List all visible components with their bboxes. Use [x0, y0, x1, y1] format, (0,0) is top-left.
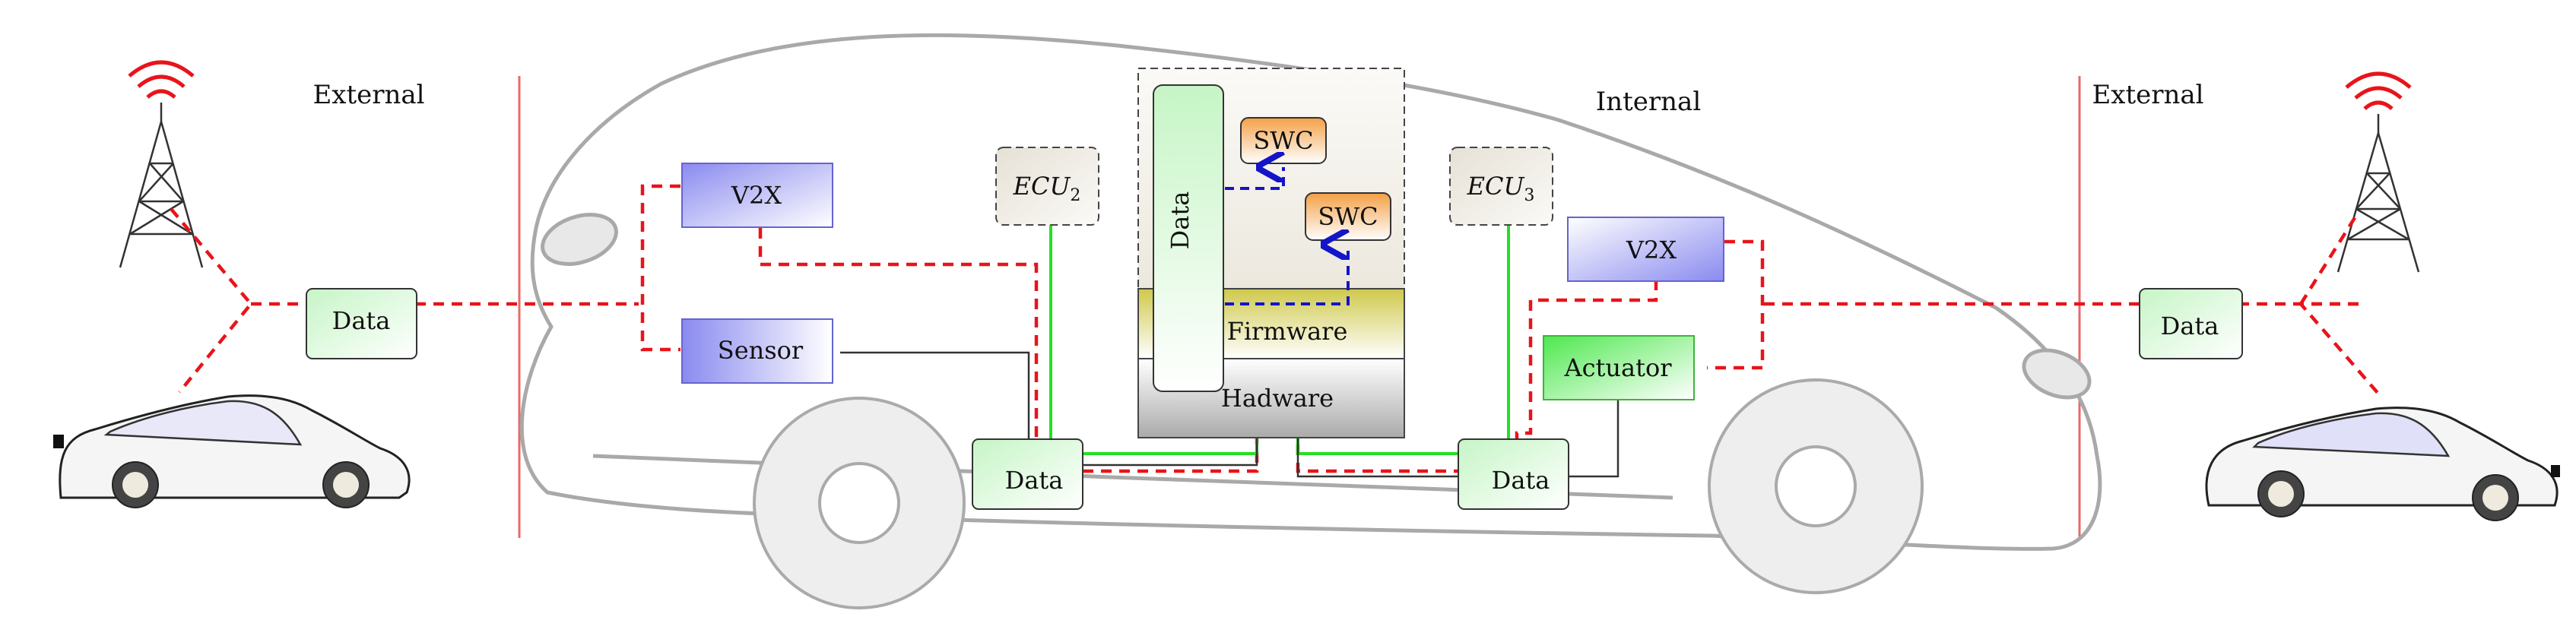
internal-attack-paths — [640, 184, 1765, 473]
firmware-label: Firmware — [1227, 317, 1348, 346]
vehicle-outline — [519, 33, 2102, 609]
data-vertical-box[interactable] — [1153, 84, 1224, 392]
ecu2-label: ECU — [1013, 172, 1071, 201]
car-right — [2205, 407, 2560, 521]
sensor-node[interactable]: Sensor — [681, 318, 833, 384]
swc-bottom-label: SWC — [1318, 202, 1378, 231]
ecu3-subscript: 3 — [1524, 186, 1534, 205]
actuator-node[interactable]: Actuator — [1543, 335, 1695, 400]
external-left-label: External — [312, 80, 424, 110]
headlight-right — [2022, 348, 2092, 400]
radio-tower-icon — [119, 60, 204, 268]
actuator-label: Actuator — [1564, 353, 1673, 382]
ecu3-label: ECU — [1467, 172, 1525, 201]
data-right-outer[interactable]: Data — [2139, 288, 2243, 359]
external-right-label: External — [2092, 80, 2203, 110]
ecu3[interactable]: ECU3 — [1449, 147, 1553, 226]
data-to-swc-top-path — [1225, 167, 1285, 190]
ecu2-subscript: 2 — [1070, 186, 1080, 205]
central-ecu: Firmware Hadware Data SWC SWC — [1137, 68, 1405, 438]
wheel-front-hub — [818, 462, 900, 544]
ecu2[interactable]: ECU2 — [995, 147, 1099, 226]
v2x-left-label: V2X — [731, 181, 782, 210]
svg-text:ECU3: ECU3 — [1467, 172, 1535, 205]
radio-tower-right — [2336, 71, 2420, 273]
data-left-outer-label: Data — [332, 306, 391, 335]
car-icon — [2205, 407, 2560, 521]
data-bottom-right-label: Data — [1492, 466, 1550, 495]
data-to-swc-bottom-path — [1225, 245, 1350, 305]
hardware-label: Hadware — [1221, 384, 1334, 413]
data-bottom-left-label: Data — [1005, 466, 1064, 495]
radio-tower-left — [119, 60, 204, 268]
svg-text:ECU2: ECU2 — [1013, 172, 1081, 205]
data-vertical-label: Data — [1166, 191, 1194, 250]
data-right-outer-label: Data — [2161, 312, 2219, 340]
v2x-right-node[interactable]: V2X — [1567, 217, 1724, 282]
data-bottom-right[interactable]: Data — [1458, 438, 1569, 510]
data-left-outer[interactable]: Data — [306, 288, 417, 359]
swc-top-label: SWC — [1253, 126, 1313, 155]
internal-label: Internal — [1596, 87, 1701, 117]
v2x-right-label: V2X — [1626, 236, 1677, 264]
radio-tower-icon — [2336, 71, 2420, 273]
car-icon — [53, 394, 411, 508]
car-left — [53, 394, 411, 508]
wheel-rear-hub — [1775, 445, 1857, 527]
v2x-left-node[interactable]: V2X — [681, 163, 833, 228]
sensor-label: Sensor — [718, 336, 804, 365]
headlight-left — [541, 213, 618, 266]
data-bottom-left[interactable]: Data — [972, 438, 1083, 510]
